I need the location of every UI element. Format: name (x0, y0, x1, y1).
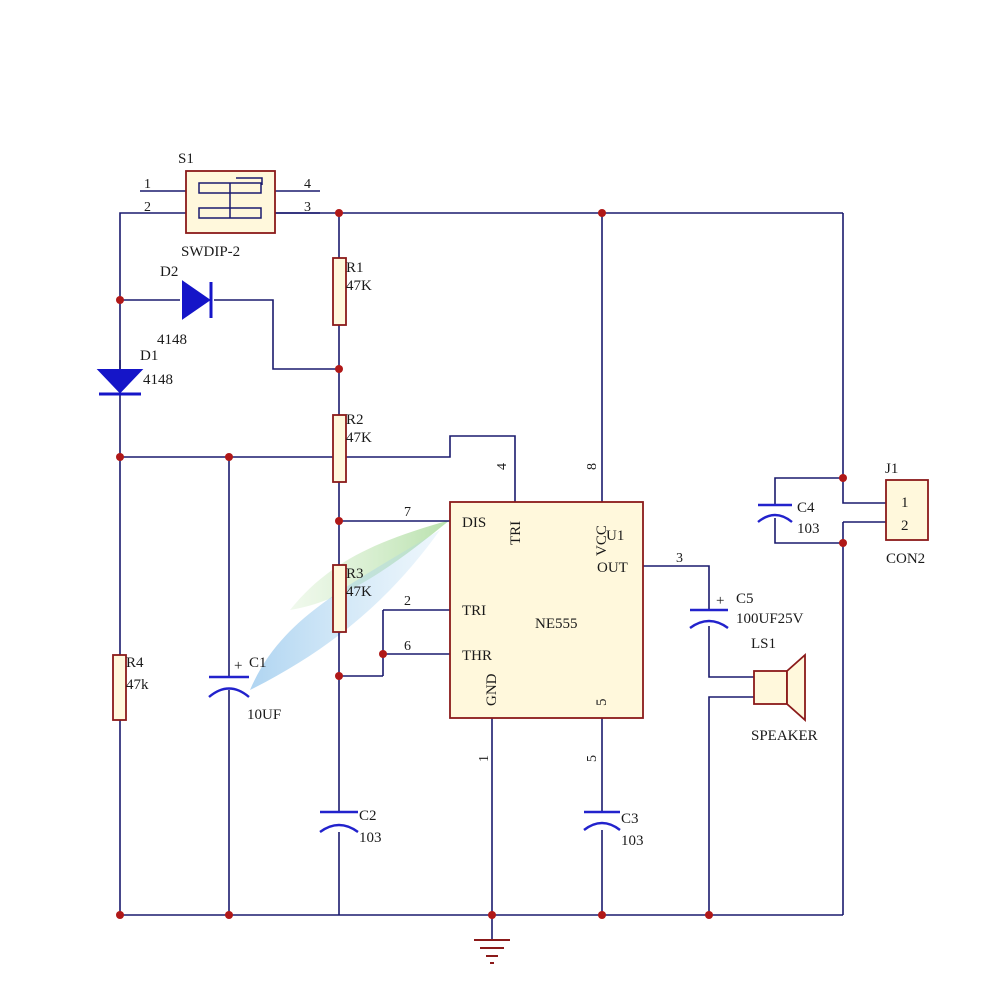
r1-value: 47K (346, 278, 372, 294)
c4-value: 103 (797, 521, 820, 537)
ic-pin-name-out: OUT (597, 560, 628, 576)
junction-dot (116, 911, 124, 919)
junction-dot (488, 911, 496, 919)
c3-ref: C3 (621, 811, 639, 827)
s1-ref: S1 (178, 151, 194, 167)
watermark-swoosh (250, 520, 450, 690)
ic-pin-name-tri: TRI (462, 603, 486, 619)
r3-value: 47K (346, 584, 372, 600)
r2-ref: R2 (346, 412, 364, 428)
ic-pin-name-tri-top: TRI (508, 521, 524, 545)
junction-dot (705, 911, 713, 919)
c2-ref: C2 (359, 808, 377, 824)
junction-dot (116, 296, 124, 304)
d1-value: 4148 (143, 372, 173, 388)
c5-ref: C5 (736, 591, 754, 607)
c1-polarity: + (234, 658, 242, 674)
ic-pin-name-5: 5 (594, 699, 610, 707)
r3-ref: R3 (346, 566, 364, 582)
junction-dot (335, 517, 343, 525)
ls1-ref: LS1 (751, 636, 776, 652)
connector-j1: J1 CON2 1 2 (885, 461, 929, 567)
ic-pin-name-dis: DIS (462, 515, 486, 531)
resistor-r4: R4 47k (112, 654, 149, 721)
ic-pin-name-gnd: GND (484, 673, 500, 706)
ic-u1-ne555: DIS TRI THR OUT NE555 U1 TRI VCC GND 5 7… (404, 463, 683, 762)
c3-value: 103 (621, 833, 644, 849)
diode-d2: D2 4148 (157, 264, 213, 348)
c2-value: 103 (359, 830, 382, 846)
j1-value: CON2 (886, 551, 925, 567)
junction-dot (225, 453, 233, 461)
junction-dot (116, 453, 124, 461)
ground-icon (474, 939, 510, 964)
r2-value: 47K (346, 430, 372, 446)
junctions (116, 209, 847, 919)
j1-pin-1: 1 (901, 495, 909, 511)
ic-value: NE555 (535, 616, 578, 632)
pin-number-6: 6 (404, 639, 411, 654)
diode-d1: D1 4148 (96, 348, 173, 396)
d2-ref: D2 (160, 264, 178, 280)
resistor-r1: R1 47K (332, 257, 372, 326)
resistor-r3: R3 47K (332, 564, 372, 633)
junction-dot (379, 650, 387, 658)
junction-dot (335, 365, 343, 373)
junction-dot (598, 911, 606, 919)
c4-ref: C4 (797, 500, 815, 516)
pin-number-1: 1 (477, 755, 492, 762)
r4-value: 47k (126, 677, 149, 693)
ls1-value: SPEAKER (751, 728, 818, 744)
s1-pin-4: 4 (304, 177, 311, 192)
switch-s1: S1 SWDIP-2 1 2 3 4 (140, 151, 320, 260)
ic-pin-name-thr: THR (462, 648, 492, 664)
pin-number-5: 5 (585, 755, 600, 762)
resistor-r2: R2 47K (332, 412, 372, 483)
d1-ref: D1 (140, 348, 158, 364)
r1-ref: R1 (346, 260, 364, 276)
junction-dot (335, 672, 343, 680)
s1-value: SWDIP-2 (181, 244, 240, 260)
s1-pin-2: 2 (144, 200, 151, 215)
pin-number-4: 4 (495, 463, 510, 470)
junction-dot (839, 474, 847, 482)
junction-dot (598, 209, 606, 217)
r4-ref: R4 (126, 655, 144, 671)
j1-pin-2: 2 (901, 518, 909, 534)
capacitor-c4: C4 103 (757, 500, 820, 537)
speaker-ls1: LS1 SPEAKER (751, 636, 818, 744)
capacitor-c1: + C1 10UF (208, 655, 281, 723)
capacitor-c5: + C5 100UF25V (689, 591, 804, 629)
junction-dot (839, 539, 847, 547)
junction-dot (225, 911, 233, 919)
s1-pin-1: 1 (144, 177, 151, 192)
pin-number-7: 7 (404, 505, 411, 520)
d2-value: 4148 (157, 332, 187, 348)
pin-number-3: 3 (676, 551, 683, 566)
c5-polarity: + (716, 593, 724, 609)
capacitor-c3: C3 103 (583, 810, 644, 849)
ic-pin-name-vcc: VCC (594, 525, 610, 556)
c5-value: 100UF25V (736, 611, 804, 627)
pin-number-2: 2 (404, 594, 411, 609)
pin-number-8: 8 (585, 463, 600, 470)
c1-value: 10UF (247, 707, 281, 723)
junction-dot (335, 209, 343, 217)
c1-ref: C1 (249, 655, 267, 671)
j1-ref: J1 (885, 461, 898, 477)
ic-ref: U1 (606, 528, 624, 544)
capacitor-c2: C2 103 (319, 808, 382, 846)
s1-pin-3: 3 (304, 200, 311, 215)
